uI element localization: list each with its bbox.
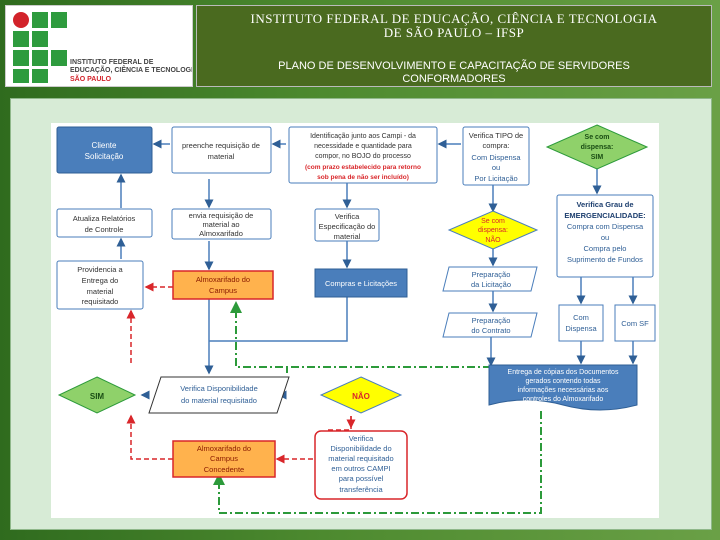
flowchart-svg: ClienteSolicitação preenche requisição d… — [51, 123, 659, 518]
com-dispensa-line1: Com — [573, 313, 589, 322]
dispensa-sim-line1: Se com — [585, 134, 610, 141]
verifica-disp-line1: Verifica Disponibilidade — [180, 384, 258, 393]
envia-line1: envia requisição de — [189, 211, 254, 220]
verifica-espec-line3: material — [334, 232, 361, 241]
verifica-tipo-line1: Verifica TIPO de — [469, 131, 523, 140]
verifica-tipo-blue3: Por Licitação — [474, 174, 517, 183]
identificacao-line3: compor, no BOJO do processo — [315, 153, 411, 160]
atualiza-line1: Atualiza Relatórios — [73, 214, 136, 223]
verifica-tipo-blue2: ou — [492, 163, 500, 172]
header-subtitle-line1: PLANO DE DESENVOLVIMENTO E CAPACITAÇÃO D… — [197, 60, 711, 73]
dispensa-sim-line3: SIM — [591, 154, 604, 161]
almox-campus-line1: Almoxarifado do — [196, 275, 250, 284]
providencia-line1: Providencia a — [77, 265, 123, 274]
header-subtitle: PLANO DE DESENVOLVIMENTO E CAPACITAÇÃO D… — [197, 46, 711, 86]
com-sf-label: Com SF — [621, 319, 649, 328]
com-dispensa-box — [559, 305, 603, 341]
prep-licitacao-line1: Preparação — [472, 270, 511, 279]
verifica-grau-sub4: Suprimento de Fundos — [567, 255, 643, 264]
header: INSTITUTO FEDERAL DE EDUCAÇÃO, CIÊNCIA E… — [196, 5, 712, 87]
identificacao-line1: Identificação junto aos Campi - da — [310, 133, 416, 140]
preenche-line1: preenche requisição de — [182, 141, 260, 150]
verifica-outros-line1: Verifica — [349, 434, 374, 443]
dispensa-sim-line2: dispensa: — [581, 144, 614, 151]
logo-text-2: EDUCAÇÃO, CIÊNCIA E TECNOLOGIA — [70, 65, 192, 74]
verifica-outros-line4: em outros CAMPI — [331, 464, 390, 473]
cliente-line1: Cliente — [92, 141, 117, 150]
verifica-tipo-blue1: Com Dispensa — [471, 153, 521, 162]
cliente-line2: Solicitação — [85, 152, 124, 161]
verifica-espec-line1: Verifica — [335, 212, 360, 221]
verifica-espec-line2: Especificação do — [319, 222, 376, 231]
nao-label: NÃO — [352, 392, 370, 401]
verifica-grau-line1: Verifica Grau de — [576, 200, 633, 209]
sim-label: SIM — [90, 392, 105, 401]
dispensa-nao-line2: dispensa: — [478, 227, 508, 234]
verifica-grau-sub3: Compra pelo — [584, 244, 627, 253]
almox-concedente-line3: Concedente — [204, 465, 244, 474]
verifica-outros-line5: para possível — [339, 474, 384, 483]
prep-contrato-line2: do Contrato — [471, 326, 510, 335]
cliente-solicitacao-box — [57, 127, 152, 173]
almox-concedente-line1: Almoxarifado do — [197, 444, 251, 453]
atualiza-line2: de Controle — [85, 225, 124, 234]
envia-line3: Almoxarifado — [199, 229, 243, 238]
logo-text-3: SÃO PAULO — [70, 74, 112, 83]
prep-licitacao-line2: da Licitação — [471, 280, 511, 289]
logo-red-circle — [13, 12, 29, 28]
providencia-line4: requisitado — [82, 297, 119, 306]
verifica-disponibilidade-box — [149, 377, 289, 413]
header-title-line2: DE SÃO PAULO – IFSP — [197, 26, 711, 40]
compras-label: Compras e Licitações — [325, 279, 397, 288]
verifica-outros-line6: transferência — [339, 485, 383, 494]
entrega-line4: controles do Almoxarifado — [523, 396, 604, 403]
flowchart-diagram: ClienteSolicitação preenche requisição d… — [51, 123, 659, 518]
verifica-disp-line2: do material requisitado — [181, 396, 257, 405]
identificacao-red-line2: sob pena de não ser incluído) — [317, 174, 409, 181]
dispensa-nao-line1: Se com — [481, 218, 505, 225]
verifica-grau-sub1: Compra com Dispensa — [567, 222, 644, 231]
prep-contrato-line1: Preparação — [472, 316, 511, 325]
preenche-requisicao-box — [172, 127, 271, 173]
verifica-tipo-line2: compra: — [482, 141, 509, 150]
dispensa-nao-line3: NÃO — [485, 235, 501, 244]
header-title-line1: INSTITUTO FEDERAL DE EDUCAÇÃO, CIÊNCIA E… — [197, 12, 711, 26]
identificacao-line2: necessidade e quantidade para — [314, 143, 412, 150]
entrega-line2: gerados contendo todas — [525, 378, 601, 385]
identificacao-red-line1: (com prazo estabelecido para retorno — [305, 164, 421, 171]
verifica-grau-sub2: ou — [601, 233, 609, 242]
providencia-line2: Entrega do — [82, 276, 119, 285]
envia-line2: material ao — [202, 220, 239, 229]
verifica-outros-line2: Disponibilidade do — [330, 444, 391, 453]
verifica-grau-line2: EMERGENCIALIDADE: — [564, 211, 645, 220]
ifsp-logo-graphic: INSTITUTO FEDERAL DE EDUCAÇÃO, CIÊNCIA E… — [6, 6, 192, 86]
entrega-line1: Entrega de cópias dos Documentos — [508, 369, 619, 376]
header-subtitle-line2: CONFORMADORES — [197, 73, 711, 86]
header-title: INSTITUTO FEDERAL DE EDUCAÇÃO, CIÊNCIA E… — [197, 6, 711, 46]
ifsp-logo: INSTITUTO FEDERAL DE EDUCAÇÃO, CIÊNCIA E… — [5, 5, 193, 87]
almox-campus-line2: Campus — [209, 286, 237, 295]
almox-concedente-line2: Campus — [210, 454, 238, 463]
providencia-line3: material — [87, 287, 114, 296]
logo-text-1: INSTITUTO FEDERAL DE — [70, 59, 154, 66]
preenche-line2: material — [208, 152, 235, 161]
entrega-line3: informações necessárias aos — [518, 387, 609, 394]
verifica-outros-line3: material requisitado — [328, 454, 393, 463]
com-dispensa-line2: Dispensa — [565, 324, 597, 333]
